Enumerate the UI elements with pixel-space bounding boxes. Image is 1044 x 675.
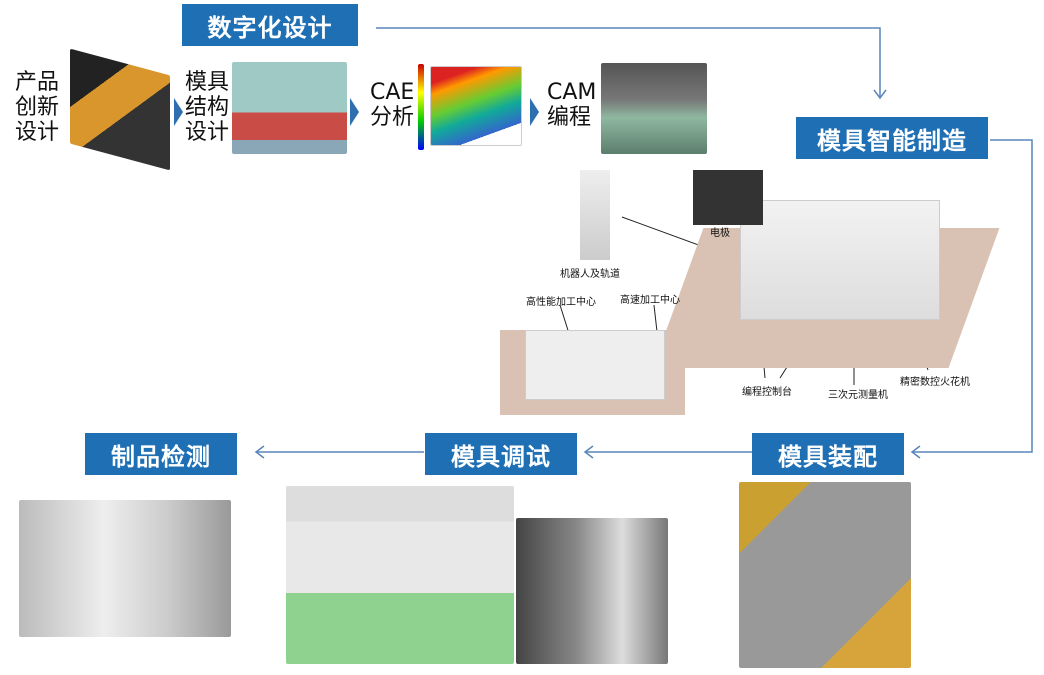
electrode-image bbox=[693, 170, 763, 225]
label-electrode: 电极 bbox=[710, 228, 730, 239]
factory-machines bbox=[740, 200, 940, 320]
step-line: 设计 bbox=[185, 120, 230, 145]
step-cae: CAE分析 bbox=[370, 80, 415, 130]
label-cmm: 三次元测量机 bbox=[828, 390, 888, 401]
label-robot: 机器人及轨道 bbox=[560, 269, 620, 280]
worker-photo bbox=[516, 518, 668, 664]
mold-assembly-photo bbox=[739, 482, 911, 668]
step-line: 模具 bbox=[185, 70, 230, 95]
step-line: 产品 bbox=[15, 70, 60, 95]
stage-smart-manufacturing: 模具智能制造 bbox=[796, 117, 988, 159]
cae-surface-plot-image bbox=[430, 66, 522, 146]
step-product-design: 产品 创新 设计 bbox=[15, 70, 59, 145]
stage-digital-design: 数字化设计 bbox=[182, 4, 358, 46]
label-hp-machining: 高性能加工中心 bbox=[526, 297, 596, 308]
label-edm: 精密数控火花机 bbox=[900, 377, 970, 388]
step-line: 结构 bbox=[185, 95, 230, 120]
arrow-design-to-manufacturing bbox=[376, 27, 881, 98]
robot-image bbox=[580, 170, 610, 260]
chevron-right-icon bbox=[530, 98, 539, 126]
step-cam: CAM编程 bbox=[547, 80, 597, 130]
step-mold-design: 模具 结构 设计 bbox=[185, 70, 229, 145]
label-programming-console: 编程控制台 bbox=[742, 387, 792, 398]
step-line: 设计 bbox=[15, 120, 60, 145]
chevron-right-icon bbox=[174, 98, 183, 126]
debugging-press-photo bbox=[286, 486, 514, 664]
mold-structure-image bbox=[232, 62, 347, 154]
stage-mold-assembly: 模具装配 bbox=[752, 433, 904, 475]
color-scale bbox=[418, 64, 424, 150]
inspection-photo bbox=[19, 500, 231, 637]
stage-mold-debugging: 模具调试 bbox=[425, 433, 577, 475]
chevron-right-icon bbox=[350, 98, 359, 126]
step-line: 创新 bbox=[15, 95, 60, 120]
stage-product-inspection: 制品检测 bbox=[85, 433, 237, 475]
cam-toolpath-image bbox=[601, 63, 707, 154]
machining-centers bbox=[525, 330, 665, 400]
label-hs-machining: 高速加工中心 bbox=[620, 295, 680, 306]
arrow-manufacturing-to-assembly bbox=[912, 139, 1033, 453]
